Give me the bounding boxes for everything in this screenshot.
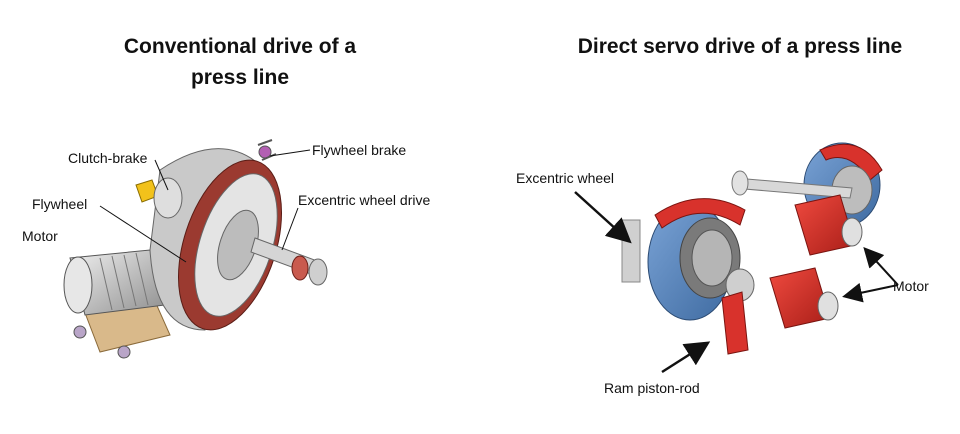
front-excentric-wheel-shape bbox=[647, 198, 755, 321]
ram-piston-rod-shape bbox=[721, 291, 749, 355]
clutch-brake-shape bbox=[135, 177, 183, 219]
motor-shape bbox=[63, 249, 166, 316]
motor-arrow-upper bbox=[863, 247, 899, 286]
conventional-drive-title: Conventional drive of a press line bbox=[60, 31, 420, 93]
ram-piston-rod-label: Ram piston-rod bbox=[604, 380, 700, 396]
flywheel-leader bbox=[99, 205, 187, 263]
conventional-drive-title-line1: Conventional drive of a bbox=[123, 35, 357, 58]
clutch-brake-leader bbox=[154, 159, 169, 191]
servo-motor-upper-shape bbox=[794, 194, 863, 256]
clutch-brake-label: Clutch-brake bbox=[68, 150, 148, 166]
flywheel-brake-shape bbox=[257, 139, 277, 161]
servo-drive-illustration bbox=[574, 142, 899, 374]
conventional-drive-title-line2: press line bbox=[190, 66, 290, 89]
excentric-wheel-arrow bbox=[574, 191, 632, 244]
conventional-drive-illustration bbox=[63, 139, 328, 359]
motor-label-right: Motor bbox=[893, 278, 929, 294]
motor-label-left: Motor bbox=[22, 228, 58, 244]
excentric-wheel-drive-leader bbox=[281, 207, 299, 251]
ram-piston-rod-arrow bbox=[661, 341, 711, 374]
frame-plate bbox=[621, 219, 641, 283]
flywheel-brake-leader bbox=[269, 149, 311, 157]
excentric-wheel-drive-label: Excentric wheel drive bbox=[298, 192, 431, 208]
bolt-part bbox=[117, 345, 131, 359]
bolt-part bbox=[73, 325, 87, 339]
servo-drive-title: Direct servo drive of a press line bbox=[577, 35, 903, 58]
flywheel-brake-label: Flywheel brake bbox=[312, 142, 407, 158]
flywheel-shape bbox=[149, 148, 283, 331]
excentric-shaft-shape bbox=[250, 237, 328, 286]
servo-motor-lower-shape bbox=[769, 267, 839, 329]
motor-arrow-lower bbox=[842, 282, 899, 303]
excentric-wheel-label: Excentric wheel bbox=[516, 170, 615, 186]
flywheel-label: Flywheel bbox=[32, 196, 88, 212]
